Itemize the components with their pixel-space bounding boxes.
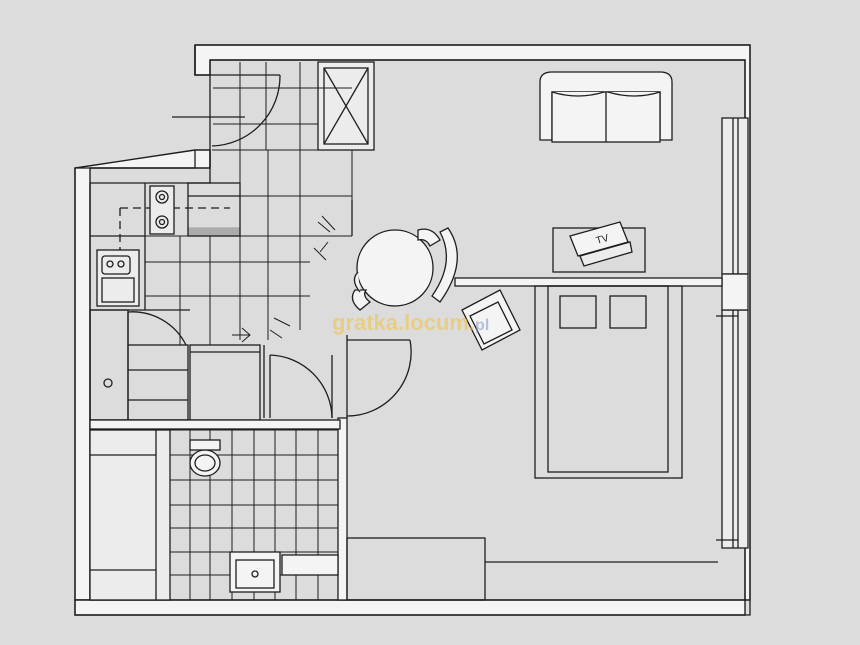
dining-table bbox=[351, 227, 458, 311]
bed-icon bbox=[534, 285, 683, 479]
sofa-icon bbox=[539, 71, 673, 143]
watermark: gratka.locum.pl bbox=[332, 310, 489, 336]
bathroom-door bbox=[263, 345, 333, 419]
stove-icon bbox=[149, 185, 175, 235]
kitchen-lower-cabinet bbox=[89, 309, 190, 421]
kitchen-sink-icon bbox=[96, 249, 140, 307]
tv-icon: TV bbox=[569, 221, 633, 267]
bedroom-door bbox=[346, 335, 412, 418]
washbasin-icon bbox=[229, 551, 339, 593]
kitchen-counter bbox=[90, 182, 241, 310]
watermark-brand: gratka.locum. bbox=[332, 310, 476, 335]
wardrobe-bottom bbox=[346, 537, 718, 601]
watermark-suffix: pl bbox=[475, 317, 490, 334]
window-right-upper bbox=[721, 117, 749, 275]
toilet-icon bbox=[189, 439, 221, 477]
window-right-lower bbox=[721, 309, 749, 549]
window-right-pier bbox=[721, 273, 749, 311]
armchair-icon bbox=[461, 289, 521, 351]
partition-living-bedroom bbox=[454, 277, 723, 287]
entrance-door bbox=[172, 74, 281, 150]
partition-bath-bedroom bbox=[337, 417, 348, 601]
hand-marks bbox=[232, 215, 336, 343]
tv-label: TV bbox=[595, 233, 611, 247]
partition-kitchen-bath bbox=[89, 419, 341, 430]
hall-wardrobe bbox=[189, 344, 261, 421]
ventilation-shaft bbox=[317, 61, 375, 151]
bathtub-icon bbox=[89, 429, 171, 601]
hall-tile-grid bbox=[145, 62, 353, 345]
